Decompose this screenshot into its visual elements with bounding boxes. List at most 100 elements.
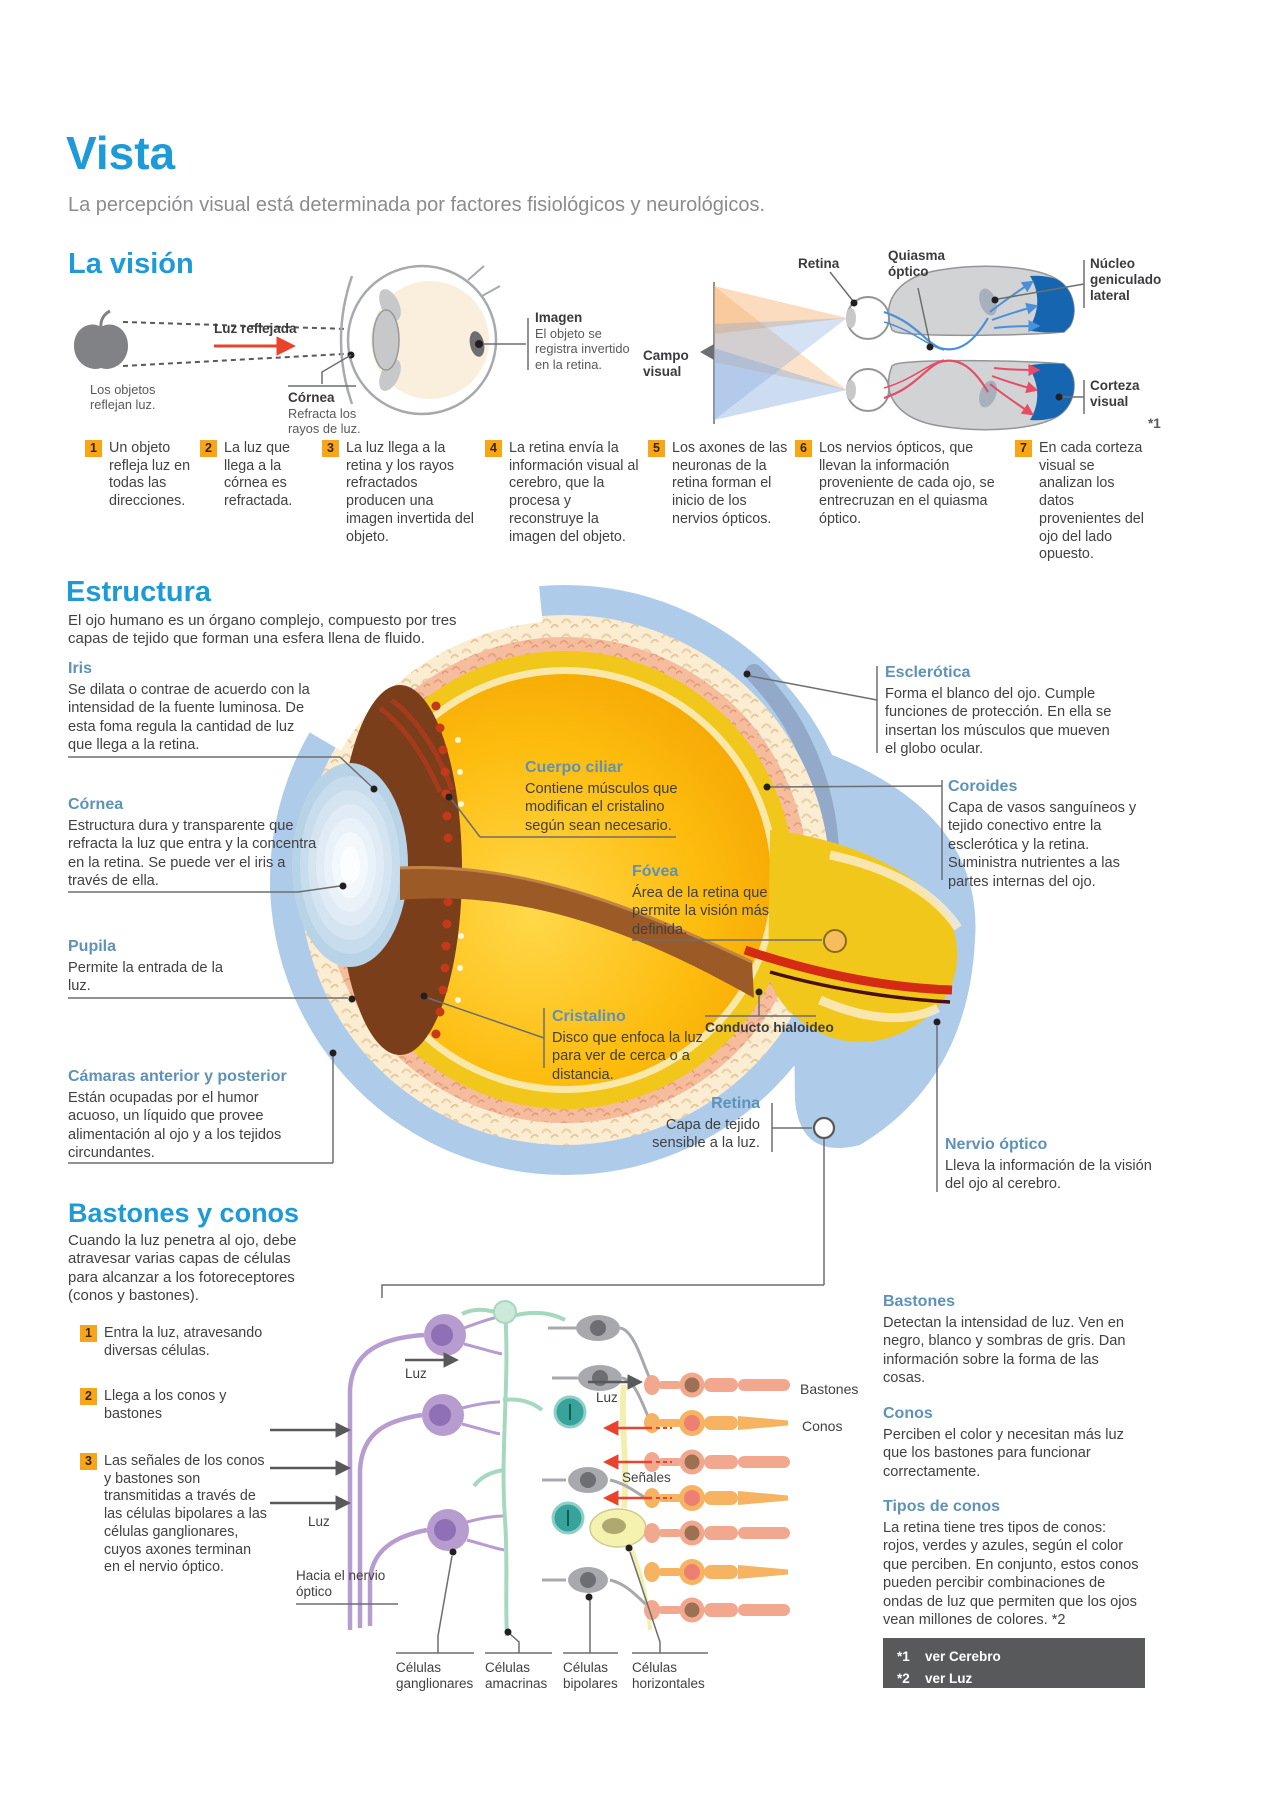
step-text: Las señales de los conos y bastones son … [104,1453,267,1576]
celulas-ganglionares-label: Células ganglionares [396,1660,474,1692]
vision-step-5: 5 Los axones de las neuronas de la retin… [648,440,792,529]
callout-text: Lleva la información de la visión del oj… [945,1157,1152,1193]
amacrine-cells [461,1307,566,1637]
info-bastones: Bastones Detectan la intensidad de luz. … [883,1293,1138,1388]
luz-reflejada-label: Luz reflejada [214,321,297,336]
corteza-visual-label: Corteza visual [1090,378,1140,409]
info-label: Tipos de conos [883,1498,1001,1515]
luz-label-top: Luz [405,1366,427,1381]
iris-ciliary-body [338,685,462,1055]
callout-nervio-optico: Nervio óptico Lleva la información de la… [945,1136,1165,1194]
luz-label-left: Luz [308,1514,330,1529]
callout-cristalino: Cristalino Disco que enfoca la luz para … [552,1008,704,1084]
section-heading-vision: La visión [68,248,194,280]
bastones-step-2: 2 Llega a los conos y bastones [80,1388,255,1423]
bastones-intro: Cuando la luz penetra al ojo, debe atrav… [68,1232,297,1305]
callout-iris: Iris Se dilata o contrae de acuerdo con … [68,660,320,755]
vision-step-4: 4 La retina envía la información visual … [485,440,639,546]
signal-arrows [602,1420,672,1506]
celulas-horizontales-label: Células horizontales [632,1660,705,1692]
celulas-bipolares-label: Células bipolares [563,1660,618,1692]
ganglion-cells [422,1314,469,1551]
callout-camaras: Cámaras anterior y posterior Están ocupa… [68,1068,313,1163]
campo-visual-label: Campo visual [643,348,689,379]
callout-retina: Retina Capa de tejido sensible a la luz. [622,1095,760,1153]
callout-label: Pupila [68,938,117,955]
ref-num: *1 [897,1649,910,1664]
step-text: Llega a los conos y bastones [104,1388,227,1422]
info-label: Conos [883,1405,933,1422]
callout-pupila: Pupila Permite la entrada de la luz. [68,938,248,996]
section-heading-estructura: Estructura [66,576,212,608]
fovea-marker [823,929,847,953]
callout-label: Esclerótica [885,664,971,681]
callout-label: Córnea [68,796,124,813]
callout-label: Iris [68,660,93,677]
ref1-note: *1 [1148,416,1161,431]
callout-label: Cámaras anterior y posterior [68,1068,287,1085]
callout-coroides: Coroides Capa de vasos sanguíneos y teji… [948,778,1146,891]
callout-text: Forma el blanco del ojo. Cumple funcione… [885,685,1112,758]
callout-text: Contiene músculos que modifican el crist… [525,780,678,834]
cornea-diagram-label: Córnea [288,390,335,405]
callout-label: Coroides [948,778,1018,795]
step-text: Los axones de las neuronas de la retina … [672,440,788,527]
step-badge: 1 [85,440,102,457]
quiasma-label: Quiasma óptico [888,248,946,279]
ref-num: *2 [897,1670,910,1686]
apple-icon [74,324,128,369]
visual-cortex-top [1028,275,1074,333]
campo-visual-pointer [700,344,714,360]
ref-text: ver Cerebro [925,1649,1001,1664]
central-vessel [743,945,953,995]
lgn-top [979,288,997,316]
callout-cornea: Córnea Estructura dura y transparente qu… [68,796,320,891]
vision-step-2: 2 La luz que llega a la córnea es refrac… [200,440,314,511]
hacia-nervio-label: Hacia el nervio óptico [296,1568,386,1600]
step-text: La retina envía la información visual al… [509,440,639,545]
vision-step-6: 6 Los nervios ópticos, que llevan la inf… [795,440,999,529]
retina-diagram-label: Retina [798,256,840,271]
step-badge: 4 [485,440,502,457]
nucleo-geniculado-label: Núcleo geniculado lateral [1090,256,1162,303]
objetos-label: Los objetos reflejan luz. [90,382,156,413]
step-badge: 7 [1015,440,1032,457]
callout-text: Están ocupadas por el humor acuoso, un l… [68,1089,282,1162]
section-heading-bastones: Bastones y conos [68,1198,300,1228]
callout-esclerotica: Esclerótica Forma el blanco del ojo. Cum… [885,664,1117,759]
imagen-label: Imagen [535,310,583,325]
callout-text: Disco que enfoca la luz para ver de cerc… [552,1029,703,1083]
step-text: Un objeto refleja luz en todas las direc… [109,440,191,510]
callout-label: Nervio óptico [945,1136,1048,1153]
step-badge: 2 [200,440,217,457]
step-badge: 6 [795,440,812,457]
estructura-intro: El ojo humano es un órgano complejo, com… [68,612,457,648]
callout-cuerpo-ciliar: Cuerpo ciliar Contiene músculos que modi… [525,759,693,835]
lgn-bottom [979,380,997,408]
step-badge: 3 [322,440,339,457]
vision-step-1: 1 Un objeto refleja luz en todas las dir… [85,440,204,511]
vision-step-7: 7 En cada corteza visual se analizan los… [1015,440,1144,564]
step-text: En cada corteza visual se analizan los d… [1039,440,1144,563]
info-conos: Conos Perciben el color y necesitan más … [883,1405,1143,1481]
step-text: La luz llega a la retina y los rayos ref… [346,440,474,545]
callout-text: Estructura dura y transparente que refra… [68,817,317,890]
callout-fovea: Fóvea Área de la retina que permite la v… [632,863,784,939]
bastones-step-1: 1 Entra la luz, atravesando diversas cél… [80,1325,305,1360]
info-text: Detectan la intensidad de luz. Ven en ne… [883,1314,1126,1387]
callout-text: Permite la entrada de la luz. [68,959,223,995]
callout-text: Capa de vasos sanguíneos y tejido conect… [948,799,1137,890]
callout-text: Área de la retina que permite la visión … [632,884,770,938]
luz-label-mid: Luz [596,1390,618,1405]
info-label: Bastones [883,1293,956,1310]
ciliary-beads [431,701,453,1039]
rods-and-cones [644,1372,790,1623]
info-tipos-de-conos: Tipos de conos La retina tiene tres tipo… [883,1498,1145,1630]
imagen-text: El objeto se registra invertido en la re… [535,326,630,372]
reference-row: *1 ver Cerebro [897,1646,1145,1668]
step-badge: 5 [648,440,665,457]
conos-pointer-label: Conos [802,1418,843,1434]
step-badge: 1 [80,1325,97,1342]
